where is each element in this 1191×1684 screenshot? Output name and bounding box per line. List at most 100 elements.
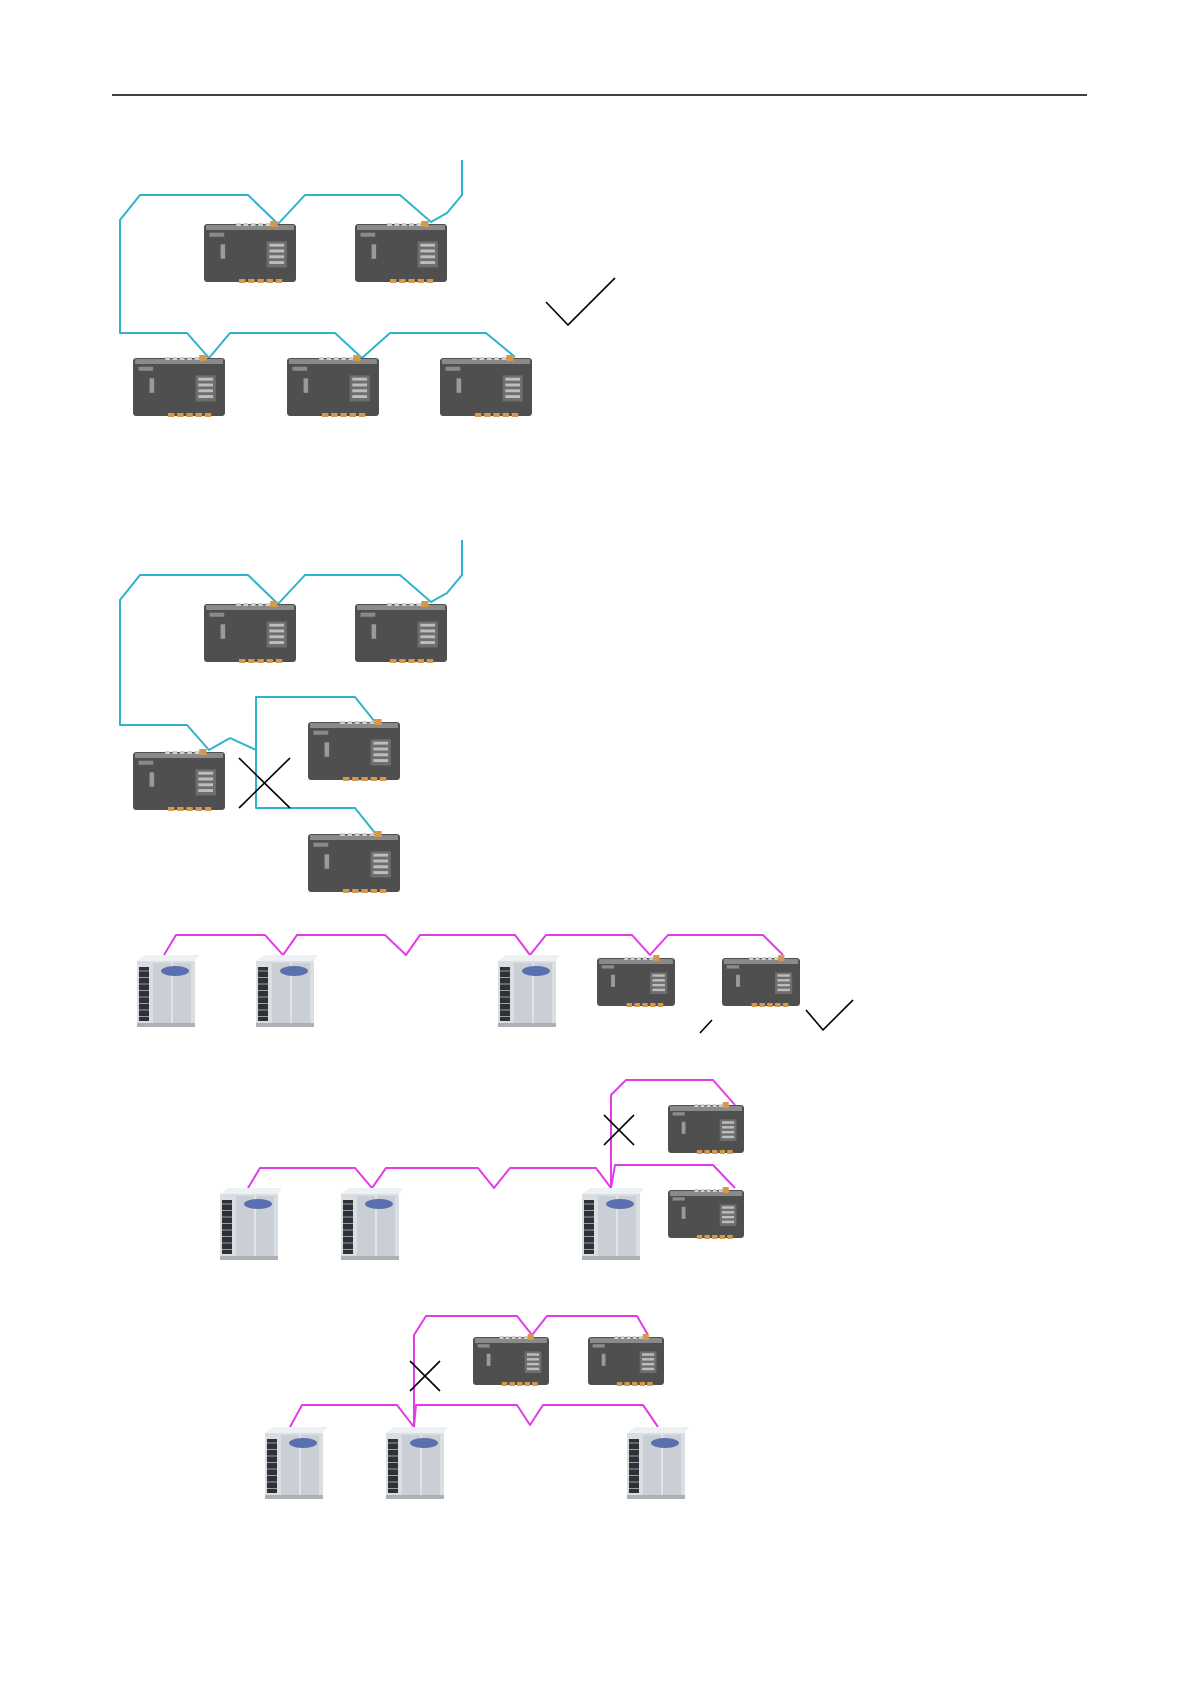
top-connector (355, 721, 360, 724)
led-row (777, 989, 789, 991)
bottom-terminal (248, 279, 254, 283)
led-row (269, 261, 284, 264)
bottom-terminal (624, 1382, 629, 1386)
top-connector (695, 1104, 699, 1107)
outdoor-base (265, 1495, 323, 1499)
gateway-module (133, 355, 225, 417)
cross-mark-icon (604, 1115, 634, 1145)
bottom-terminal (390, 659, 396, 663)
led-row (373, 753, 388, 756)
diagram-daisy-chain-modules (120, 160, 515, 358)
top-connector (258, 223, 263, 226)
led-row (722, 1221, 734, 1223)
top-connector (165, 751, 170, 754)
bottom-terminal (248, 659, 254, 663)
top-connector (402, 603, 407, 606)
top-connector (637, 957, 641, 960)
bottom-terminal (331, 413, 337, 417)
top-connector (633, 1336, 637, 1339)
top-connector (370, 721, 375, 724)
module-label (736, 975, 740, 987)
bottom-terminal (408, 659, 414, 663)
top-connector (362, 833, 367, 836)
top-connector (362, 721, 367, 724)
bottom-terminal (712, 1235, 717, 1239)
outdoor-top (386, 1427, 448, 1433)
outdoor-unit (498, 955, 560, 1027)
module-top-edge (135, 359, 223, 364)
bottom-terminal (658, 1003, 663, 1007)
module-label (372, 244, 377, 258)
top-connector (627, 1336, 631, 1339)
gateway-module (668, 1102, 744, 1154)
top-connector (244, 603, 249, 606)
top-connector (512, 1336, 516, 1339)
module-top-edge (310, 835, 398, 840)
outdoor-bus-cable (248, 1168, 611, 1188)
top-connector (349, 357, 354, 360)
led-row (198, 389, 213, 392)
led-row (722, 1126, 734, 1128)
bottom-terminal (196, 413, 202, 417)
gateway-module (355, 221, 447, 283)
module-nameplate (446, 367, 461, 371)
bottom-terminal (343, 777, 349, 781)
top-connector (631, 957, 635, 960)
top-connector (621, 1336, 625, 1339)
bottom-terminal (627, 1003, 632, 1007)
bottom-terminal (361, 889, 367, 893)
bottom-terminal (371, 889, 377, 893)
bottom-terminal (704, 1235, 709, 1239)
gateway-module (588, 1334, 664, 1386)
led-row (505, 389, 520, 392)
top-connector (348, 833, 353, 836)
top-connector (334, 357, 339, 360)
bottom-terminal (532, 1382, 537, 1386)
top-connector (649, 957, 653, 960)
gateway-module (440, 355, 532, 417)
bottom-terminal (509, 1382, 514, 1386)
bottom-terminal (632, 1382, 637, 1386)
gateway-module (722, 955, 800, 1007)
top-connector (187, 751, 192, 754)
bottom-terminal (408, 279, 414, 283)
module-nameplate (593, 1344, 605, 1347)
outdoor-top (256, 955, 318, 961)
led-row (505, 378, 520, 381)
outdoor-unit (386, 1427, 448, 1499)
led-row (652, 979, 664, 981)
module-nameplate (139, 367, 154, 371)
led-row (269, 255, 284, 258)
can-terminal (421, 601, 428, 607)
led-row (373, 759, 388, 762)
led-row (420, 250, 435, 253)
module-label (325, 854, 330, 869)
bottom-terminal (205, 413, 211, 417)
led-row (269, 244, 284, 247)
led-row (527, 1353, 539, 1355)
module-nameplate (361, 613, 376, 617)
bottom-terminal (340, 413, 346, 417)
can-terminal (374, 719, 381, 725)
led-row (198, 772, 213, 775)
module-top-edge (599, 959, 673, 964)
top-connector (768, 957, 772, 960)
led-row (505, 395, 520, 398)
bottom-terminal (727, 1235, 732, 1239)
outdoor-base (137, 1023, 195, 1027)
bottom-terminal (418, 279, 424, 283)
bottom-terminal (517, 1382, 522, 1386)
top-connector (387, 223, 392, 226)
outdoor-coil (343, 1200, 353, 1254)
bottom-terminal (196, 807, 202, 811)
top-connector (348, 721, 353, 724)
top-connector (417, 223, 422, 226)
top-connector (251, 223, 256, 226)
outdoor-unit (220, 1188, 282, 1260)
outdoor-top (341, 1188, 403, 1194)
gateway-module (473, 1334, 549, 1386)
bottom-terminal (503, 413, 509, 417)
outdoor-logo (522, 966, 550, 976)
outdoor-logo (244, 1199, 272, 1209)
top-connector (236, 223, 241, 226)
